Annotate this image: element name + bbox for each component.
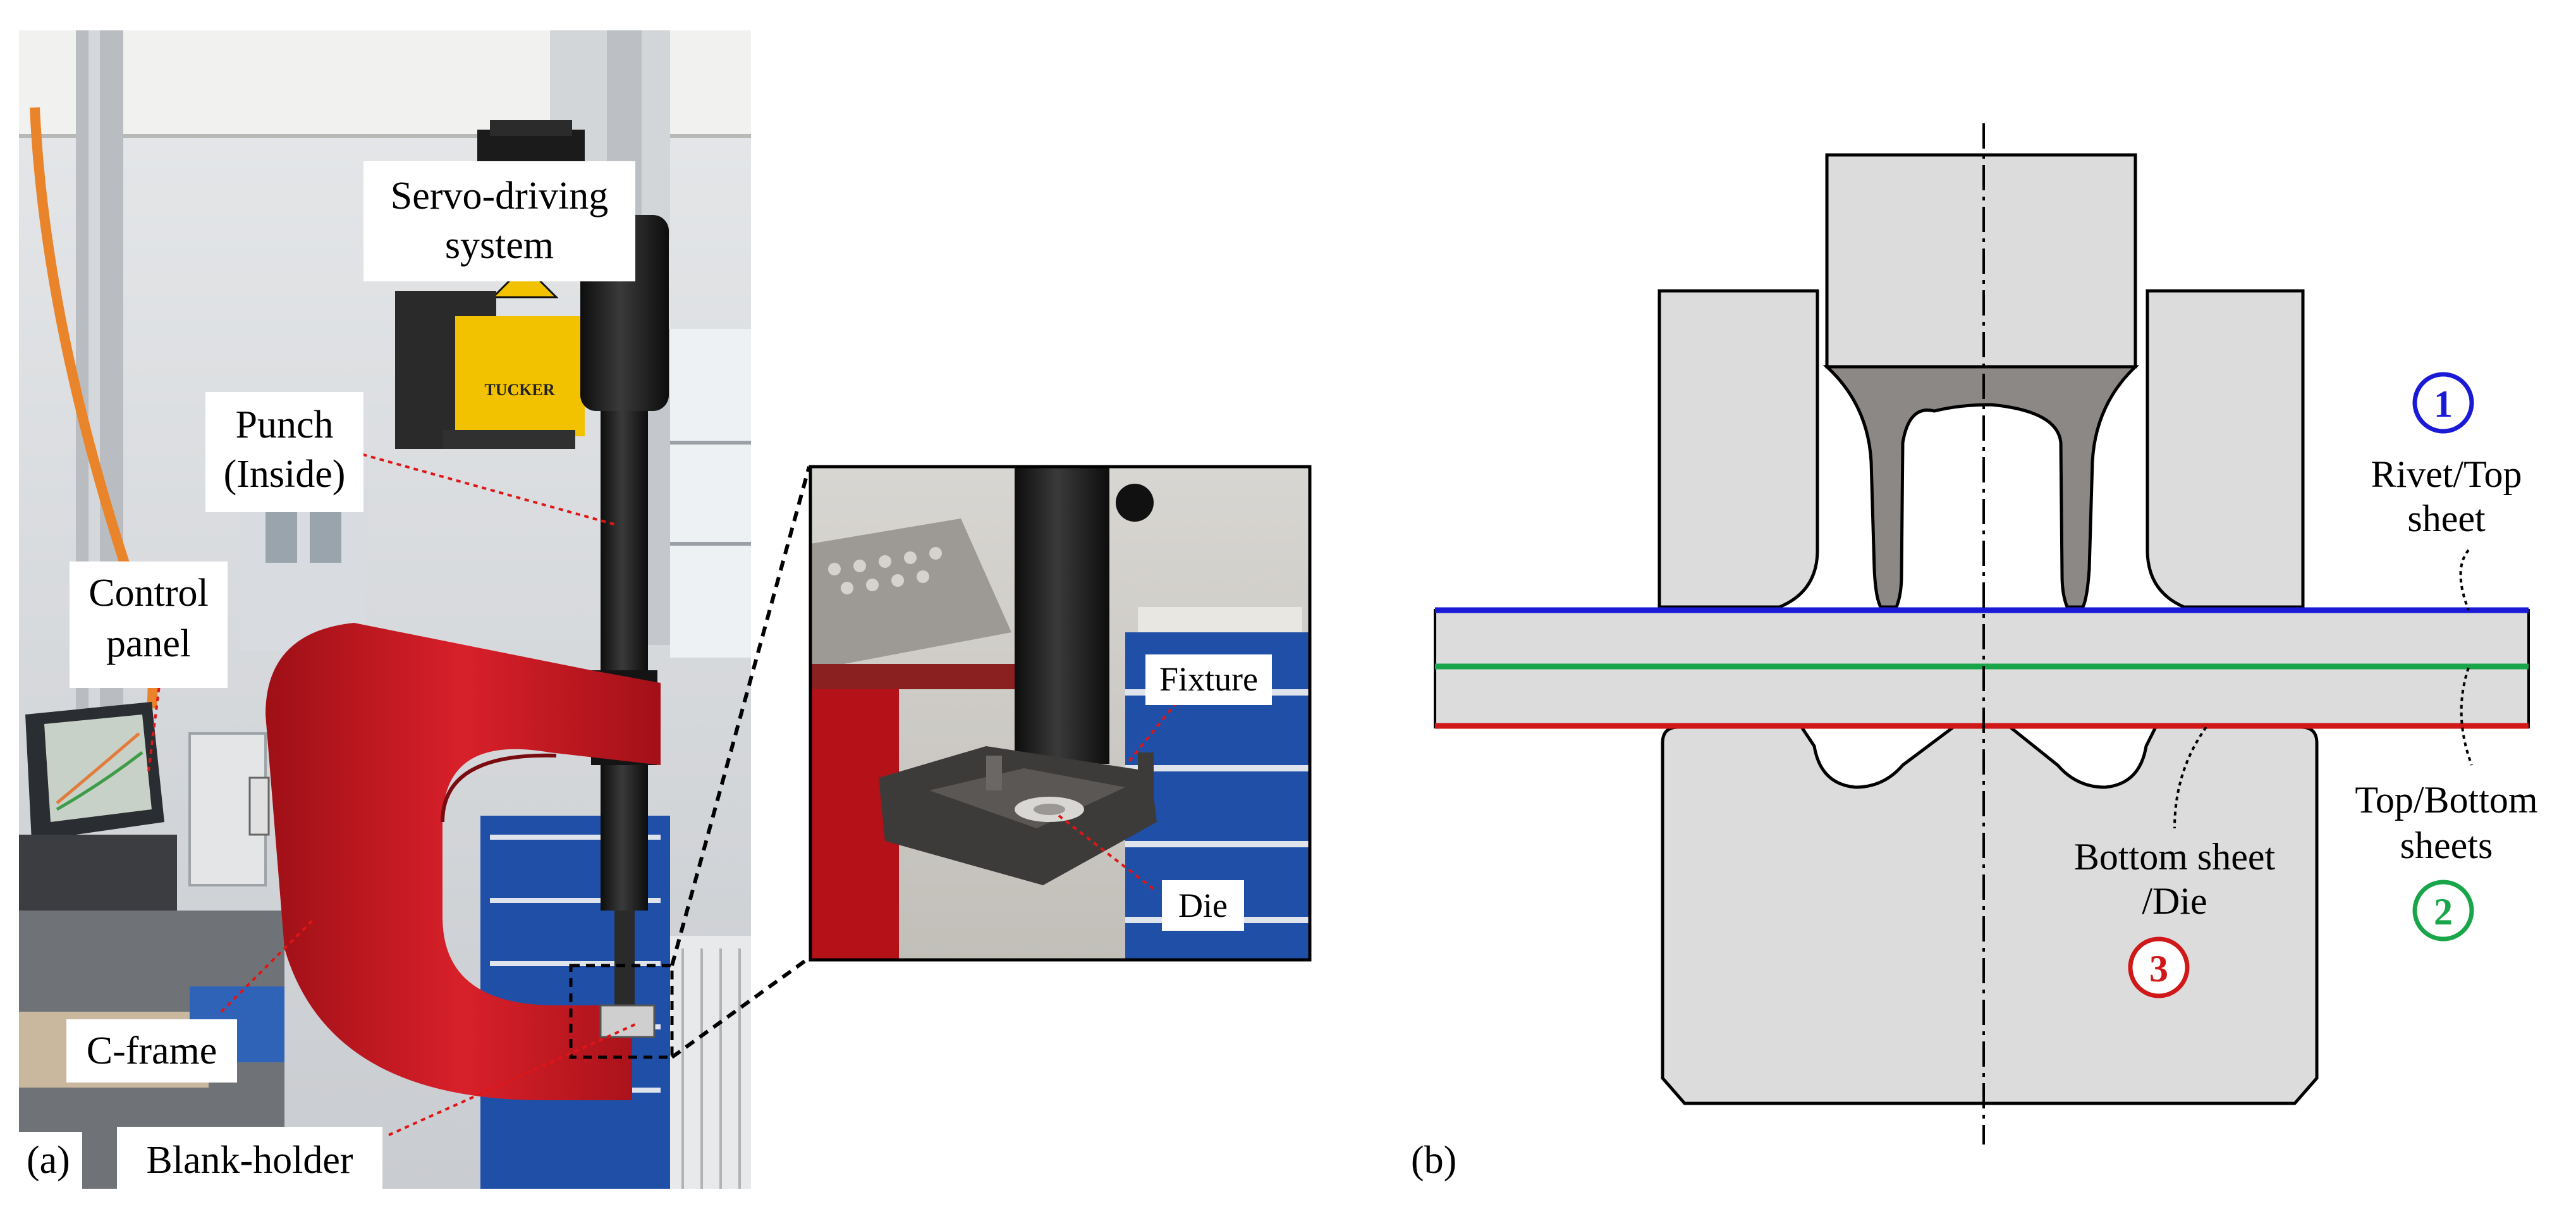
label-top-bottom-line1: Top/Bottom bbox=[2355, 779, 2537, 821]
marker-2-circle bbox=[2412, 880, 2474, 942]
label-bottom-die-line2: /Die bbox=[2142, 880, 2207, 922]
marker-1: 1 bbox=[2412, 372, 2474, 434]
label-punch-line2: (Inside) bbox=[224, 453, 346, 496]
punch bbox=[1825, 153, 2137, 369]
blank-holder-right bbox=[2146, 289, 2305, 609]
label-servo-line2: system bbox=[445, 224, 554, 267]
marker-1-number: 1 bbox=[2434, 383, 2453, 425]
marker-1-circle bbox=[2412, 372, 2474, 434]
schematic-cross-section bbox=[1434, 123, 2530, 1144]
marker-2: 2 bbox=[2412, 880, 2474, 942]
label-cframe: C-frame bbox=[87, 1029, 217, 1072]
window bbox=[670, 329, 751, 658]
machine-brand: TUCKER bbox=[484, 381, 554, 399]
label-servo-line1: Servo-driving bbox=[391, 175, 608, 218]
marker-3: 3 bbox=[2128, 936, 2190, 998]
inset-photo: Fixture Die bbox=[809, 465, 1312, 962]
panel-b-labels: Rivet/Top sheet Top/Bottom sheets Bottom… bbox=[1411, 453, 2538, 1182]
label-punch-line1: Punch bbox=[236, 403, 334, 446]
label-fixture: Fixture bbox=[1159, 660, 1258, 698]
inset-frame bbox=[809, 465, 1312, 962]
label-rivet-top-line1: Rivet/Top bbox=[2371, 453, 2522, 495]
actuator-housing bbox=[455, 316, 585, 436]
label-control-line2: panel bbox=[106, 622, 191, 665]
label-blank-holder: Blank-holder bbox=[146, 1139, 353, 1182]
panel-b-leaders bbox=[2173, 549, 2473, 829]
marker-2-number: 2 bbox=[2434, 891, 2453, 933]
callout-leaders bbox=[147, 230, 636, 1136]
blank-holder-left bbox=[1657, 289, 1819, 609]
label-top-bottom-line2: sheets bbox=[2400, 825, 2493, 866]
panel-a-labels: Servo-driving system Punch (Inside) Cont… bbox=[19, 161, 635, 1189]
marker-3-circle bbox=[2128, 936, 2190, 998]
die bbox=[1661, 725, 2319, 1105]
panel-a-label: (a) bbox=[27, 1139, 70, 1182]
label-bottom-die-line1: Bottom sheet bbox=[2074, 836, 2276, 878]
c-frame bbox=[248, 623, 661, 1100]
label-control-line1: Control bbox=[89, 572, 208, 615]
control-panel-monitor bbox=[19, 702, 177, 911]
blank-holder-part bbox=[599, 1004, 656, 1038]
label-die: Die bbox=[1178, 887, 1228, 924]
zoom-source-box bbox=[569, 964, 674, 1059]
rivet bbox=[1822, 365, 2140, 609]
servo-motor: TUCKER bbox=[395, 120, 585, 449]
panel-b-label: (b) bbox=[1411, 1139, 1456, 1182]
label-rivet-top-line2: sheet bbox=[2407, 498, 2486, 539]
marker-3-number: 3 bbox=[2149, 948, 2168, 990]
zoom-connectors bbox=[670, 466, 811, 1059]
